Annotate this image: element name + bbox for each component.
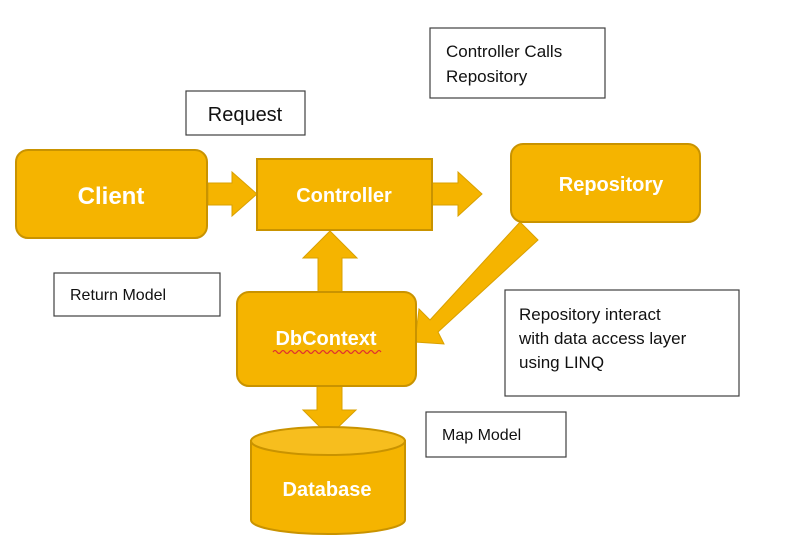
controller-label: Controller bbox=[296, 185, 392, 207]
controller-node bbox=[256, 158, 433, 231]
map-model-note-box bbox=[425, 411, 567, 458]
request-note-box bbox=[185, 90, 306, 136]
dbcontext-label: DbContext bbox=[275, 328, 376, 350]
repository-label: Repository bbox=[559, 174, 664, 196]
map-model-note: Map Model bbox=[442, 427, 521, 444]
spellcheck-underline bbox=[272, 349, 382, 355]
database-label: Database bbox=[283, 479, 372, 501]
arrow-client-to-controller bbox=[207, 170, 258, 218]
arrow-dbcontext-to-controller bbox=[301, 230, 359, 293]
controller-calls-note-line-2: Repository bbox=[446, 67, 528, 86]
controller-calls-note-line-1: Controller Calls bbox=[446, 42, 562, 61]
repository-interact-note-line-3: using LINQ bbox=[519, 353, 604, 372]
request-note: Request bbox=[208, 104, 283, 126]
database-node bbox=[250, 426, 406, 535]
database-top bbox=[250, 426, 406, 456]
return-model-note: Return Model bbox=[70, 287, 166, 304]
arrow-controller-to-repository bbox=[431, 170, 483, 218]
repository-interact-note-line-2: with data access layer bbox=[518, 329, 687, 348]
arrow-dbcontext-to-database bbox=[301, 385, 358, 437]
repository-interact-note-line-1: Repository interact bbox=[519, 305, 661, 324]
client-node bbox=[15, 149, 208, 239]
client-label: Client bbox=[78, 183, 145, 210]
database-body bbox=[250, 440, 406, 535]
dbcontext-node bbox=[236, 291, 417, 387]
repository-interact-note-box bbox=[504, 289, 740, 397]
arrow-repository-to-dbcontext bbox=[414, 221, 539, 345]
controller-calls-note-box bbox=[429, 27, 606, 99]
repository-node bbox=[510, 143, 701, 223]
return-model-note-box bbox=[53, 272, 221, 317]
